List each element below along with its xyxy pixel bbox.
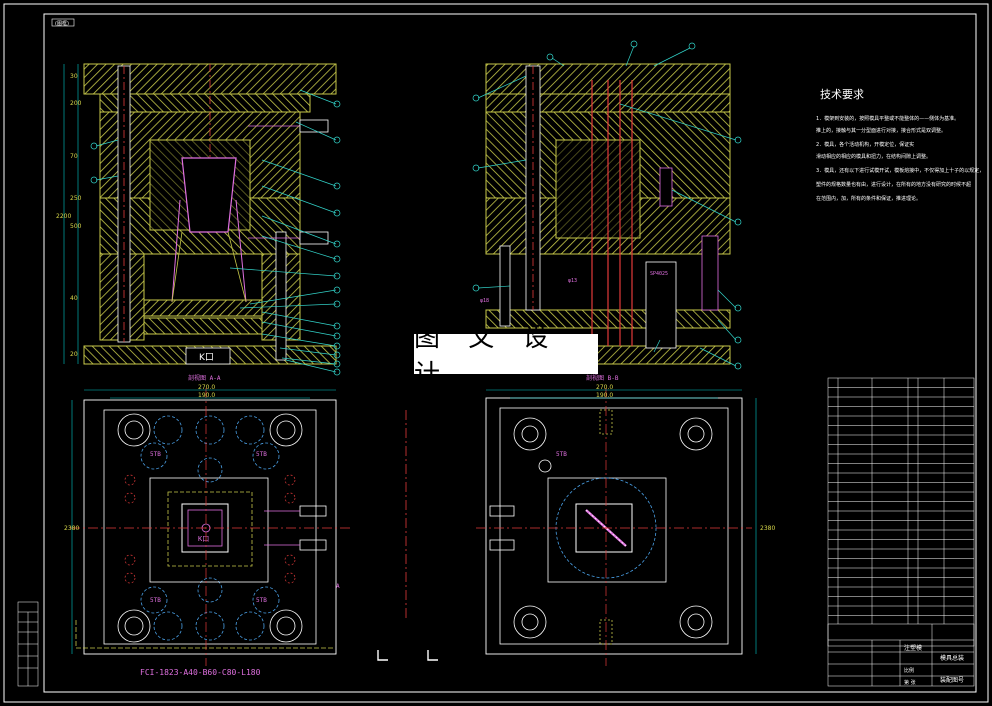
- plan-view-right: 5TB 270.0 190.0 2380: [476, 384, 775, 666]
- bom-table: [827, 377, 975, 647]
- tech-line-5: 3．模具，还有以下进行试模开试，模板熔接中，不仅得加上十子的以规定，: [816, 167, 984, 174]
- title-sub: 模具总装: [940, 654, 964, 662]
- frame-tag: (图框): [55, 20, 69, 27]
- svg-text:30: 30: [70, 73, 78, 80]
- section-label-a: 剖视图 A-A: [188, 374, 221, 382]
- ko-plan-label: K口: [198, 535, 209, 543]
- section-mark-a: A: [336, 583, 340, 590]
- tech-line-4: 滑动相应的相应的模具和扭力，在结构间隙上调整。: [816, 153, 931, 160]
- tech-line-6: 塑件的规格数量也有由，进行设计，在所有的地方没有研究的时候不超: [816, 181, 971, 188]
- svg-text:5TB: 5TB: [150, 597, 161, 604]
- svg-text:200: 200: [70, 100, 82, 107]
- tech-line-1: 1．模架到安装的，按照模具平整或不能整体的——侧体为基准。: [816, 115, 959, 122]
- title-sheet: 第 张: [904, 679, 916, 686]
- left-dimension-labels: 30 200 70 250 500 40 20 2200: [56, 73, 82, 358]
- pin-label-right: 5TB: [556, 451, 567, 458]
- svg-text:500: 500: [70, 223, 82, 230]
- title-main: 注塑模: [904, 644, 922, 652]
- dim-top-left: 270.0: [198, 384, 215, 391]
- section-view-b: SP4025 φ13 φ18 剖视图 B-B: [480, 63, 731, 382]
- svg-text:20: 20: [70, 351, 78, 358]
- svg-text:5TB: 5TB: [256, 451, 267, 458]
- balloons-right: [472, 40, 742, 370]
- outer-frame: [3, 3, 989, 703]
- dim-side-right: 2380: [760, 525, 775, 532]
- plan-view-left: K口 5TB 5TB 5TB 5TB 270.0 190.0 2380 A FC…: [64, 384, 352, 677]
- section-view-a: K口 30 200 70 250 500 40 20 2200 剖视图 A-A: [56, 63, 337, 382]
- tech-requirements: 技术要求 1．模架到安装的，按照模具平整或不能整体的——侧体为基准。 推上的，接…: [816, 88, 984, 202]
- tech-line-2: 推上的，接触与其一分型面进行对接，接合形式是双调整。: [816, 127, 946, 134]
- title-block: [827, 623, 975, 687]
- svg-text:5TB: 5TB: [150, 451, 161, 458]
- inner-frame: [43, 13, 977, 693]
- tech-line-7: 在范围内，加，所有的条件和保证，推进理论。: [816, 195, 921, 202]
- balloons-left: [90, 89, 341, 376]
- section-label-b: 剖视图 B-B: [586, 374, 619, 382]
- watermark-banner: 图 文 设 计: [414, 323, 598, 390]
- title-drawing-no: 装配图号: [940, 676, 964, 684]
- title-scale: 比例: [904, 667, 914, 674]
- model-code: FCI-1823-A40-B60-C80-L180: [140, 668, 261, 677]
- svg-text:2200: 2200: [56, 213, 71, 220]
- side-tag: SP4025: [650, 271, 668, 277]
- dim-top-right: 270.0: [596, 384, 613, 391]
- dim-inner-right: 190.0: [596, 392, 613, 399]
- svg-text:40: 40: [70, 295, 78, 302]
- svg-text:250: 250: [70, 195, 82, 202]
- ko-label: K口: [199, 353, 214, 363]
- pin-labels-left: 5TB 5TB 5TB 5TB: [150, 451, 267, 604]
- pin-tag-1: φ13: [568, 278, 577, 284]
- frame-tag-box: [51, 18, 75, 27]
- tech-line-3: 2．模具，各个活动机构，开模定位，保证实: [816, 141, 914, 148]
- tech-title: 技术要求: [820, 88, 864, 101]
- svg-text:5TB: 5TB: [256, 597, 267, 604]
- dim-side-left: 2380: [64, 525, 79, 532]
- pin-tag-2: φ18: [480, 298, 489, 304]
- revision-table: [17, 601, 39, 687]
- svg-text:70: 70: [70, 153, 78, 160]
- dim-inner-left: 190.0: [198, 392, 215, 399]
